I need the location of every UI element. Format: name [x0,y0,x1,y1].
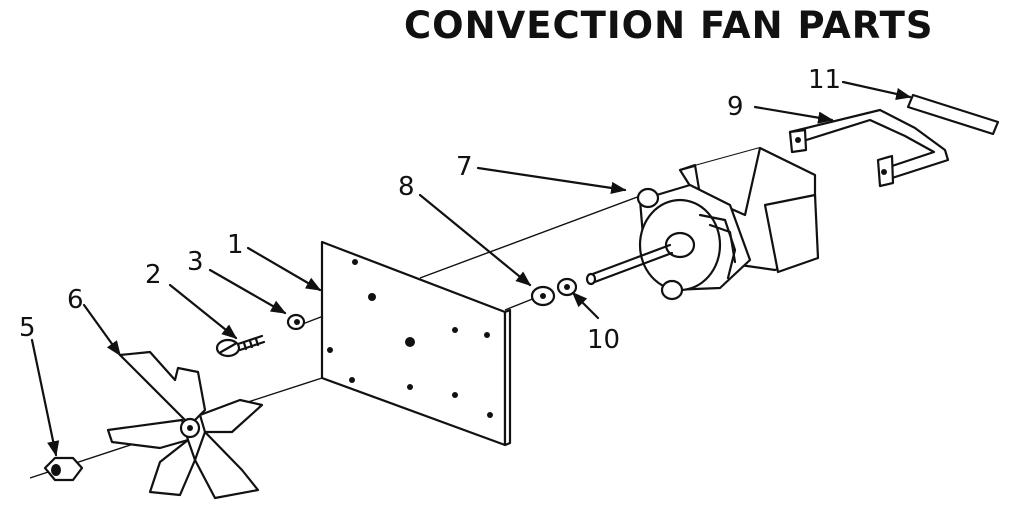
leader-lines [30,80,912,457]
motor-bracket [788,108,950,188]
callout-9: 9 [727,92,744,122]
lock-washer [286,313,306,331]
callout-7: 7 [456,152,473,182]
diagram-title: CONVECTION FAN PARTS [404,4,934,47]
fan-motor [585,146,820,301]
callout-3: 3 [187,247,204,277]
callout-11: 11 [808,65,841,95]
flat-washer [530,285,556,307]
shaft-washer [556,277,578,297]
callout-5: 5 [19,313,36,343]
screw [215,334,266,358]
fan-blade [106,350,264,500]
callout-6: 6 [67,285,84,315]
callout-10: 10 [587,325,620,355]
hex-nut [43,456,84,482]
callout-1: 1 [227,230,244,260]
mounting-plate [320,240,512,447]
callout-8: 8 [398,172,415,202]
insulation-pad [906,93,1000,136]
callout-2: 2 [145,260,162,290]
